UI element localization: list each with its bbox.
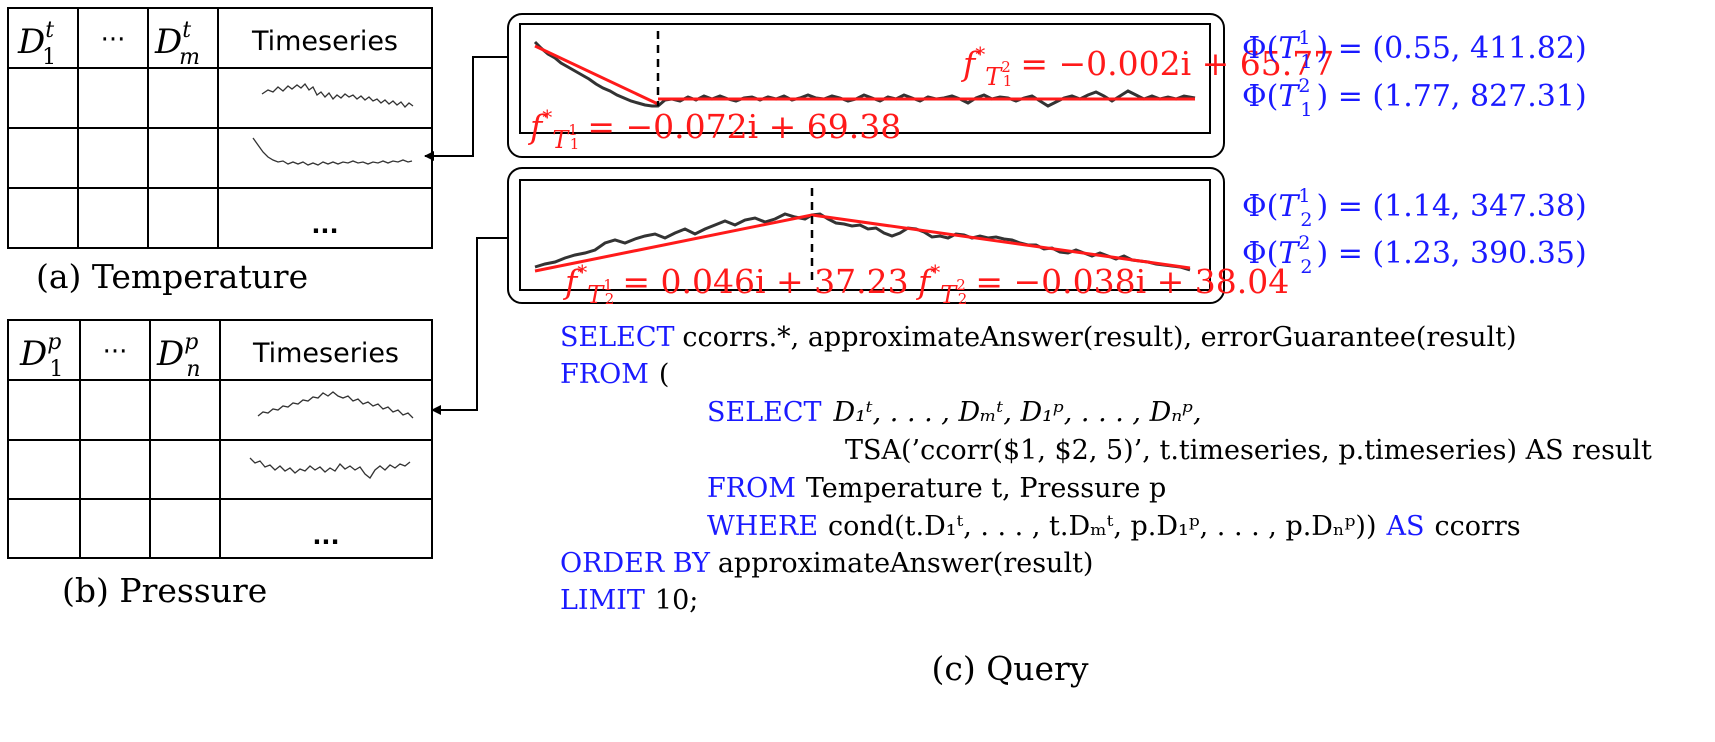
pres-col-ellipsis-header: ··· [103,337,128,367]
bottom-fit-segment-2 [811,213,1191,270]
bottom-fit-segment-1 [534,213,813,273]
query-line-tsa: TSA(’ccorr($1, $2, 5)’, t.timeseries, p.… [845,435,1652,466]
temp-more-rows: ... [311,211,338,239]
pres-row-1-sparkline [257,391,414,419]
bottom-panel-outer-frame [507,167,1225,304]
query-line-from: FROM( [560,359,669,390]
bottom-panel-plot-frame [519,179,1211,291]
pres-more-rows: ... [312,522,339,550]
temperature-caption: (a) Temperature [36,257,308,296]
temp-row-2-sparkline [252,137,413,166]
query-caption: (c) Query [932,649,1089,688]
temp-row-1-sparkline [261,82,414,108]
top-fit-segment-1 [534,44,659,106]
pres-row-2-sparkline [249,457,411,479]
temp-col-ellipsis-header: ··· [101,25,126,55]
temp-timeseries-header: Timeseries [251,26,398,57]
top-panel-outer-frame [507,13,1225,158]
pressure-caption: (b) Pressure [62,571,267,610]
bottom-panel-connector-arrow [431,237,508,415]
top-panel-plot-frame [519,23,1211,134]
top-panel-connector-arrow [424,56,508,161]
pres-timeseries-header: Timeseries [252,338,399,369]
